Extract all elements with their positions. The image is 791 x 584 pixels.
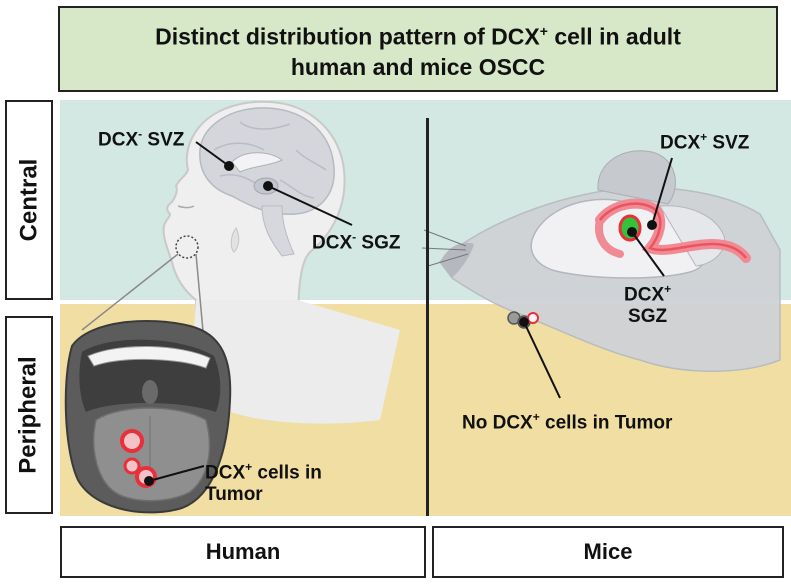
column-label-human: Human [60,526,426,578]
mouse-head-illustration [421,150,781,372]
column-label-mice: Mice [432,526,784,578]
column-divider [426,118,429,516]
title-line-1: Distinct distribution pattern of DCX+ ce… [155,23,681,50]
label-human-svz: DCX- SVZ [98,127,185,151]
row-label-central: Central [5,100,53,300]
leader-lines [144,141,673,486]
label-mice-tumor: No DCX+ cells in Tumor [462,410,673,434]
human-head-illustration [81,100,400,431]
label-human-sgz: DCX- SGZ [312,230,401,254]
row-label-peripheral: Peripheral [5,316,53,514]
label-human-tumor: DCX+ cells in Tumor [205,460,322,506]
open-mouth-illustration [64,319,232,514]
label-mice-sgz: DCX+ SGZ [624,282,672,328]
label-mice-svz: DCX+ SVZ [660,130,750,154]
title-line-2: human and mice OSCC [290,53,546,80]
figure-title: Distinct distribution pattern of DCX+ ce… [58,6,778,92]
